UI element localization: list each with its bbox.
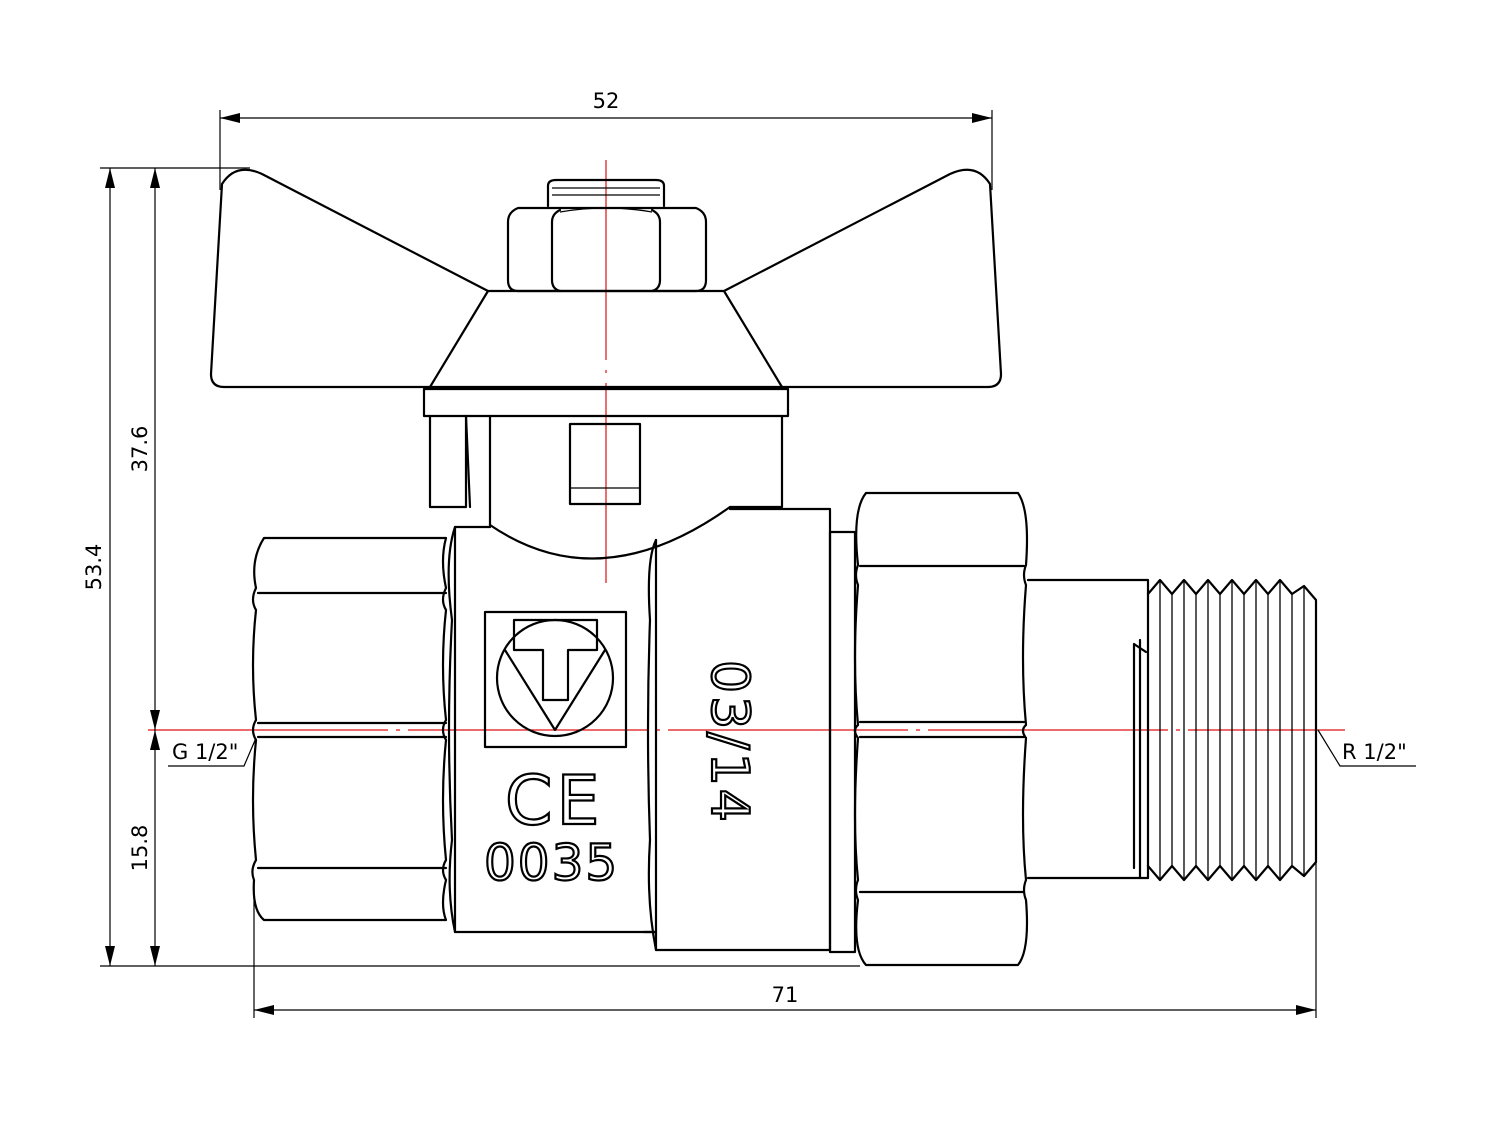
ce-marking: CE 0035 bbox=[483, 761, 619, 893]
thread-label-right: R 1/2" bbox=[1342, 740, 1407, 764]
dimension-top-width: 52 bbox=[219, 89, 993, 190]
date-code: 03/14 bbox=[699, 660, 759, 825]
thread-callout-left: G 1/2" bbox=[168, 737, 257, 767]
butterfly-handle bbox=[209, 168, 1003, 389]
dimension-lower-height: 15.8 bbox=[128, 730, 160, 966]
dimension-label-71: 71 bbox=[772, 983, 799, 1007]
thread-label-left: G 1/2" bbox=[172, 740, 238, 764]
dimension-label-53-4: 53.4 bbox=[82, 544, 106, 591]
left-hex-end bbox=[251, 536, 448, 922]
dimension-total-height: 53.4 bbox=[82, 167, 860, 967]
thread-callout-right: R 1/2" bbox=[1317, 729, 1416, 767]
union-nut bbox=[828, 491, 1029, 967]
notified-body-number: 0035 bbox=[484, 834, 619, 892]
valve-neck bbox=[422, 387, 790, 560]
dimension-label-52: 52 bbox=[593, 89, 620, 113]
dimension-label-37-6: 37.6 bbox=[128, 426, 152, 473]
dimension-label-15-8: 15.8 bbox=[128, 825, 152, 872]
stem-nut bbox=[506, 178, 708, 293]
dimension-total-length: 71 bbox=[253, 862, 1317, 1018]
dimension-upper-height: 37.6 bbox=[128, 168, 160, 730]
ce-mark: CE bbox=[505, 762, 603, 841]
brand-logo bbox=[483, 610, 628, 749]
centerlines bbox=[148, 160, 1345, 731]
male-thread-end bbox=[1026, 578, 1318, 882]
